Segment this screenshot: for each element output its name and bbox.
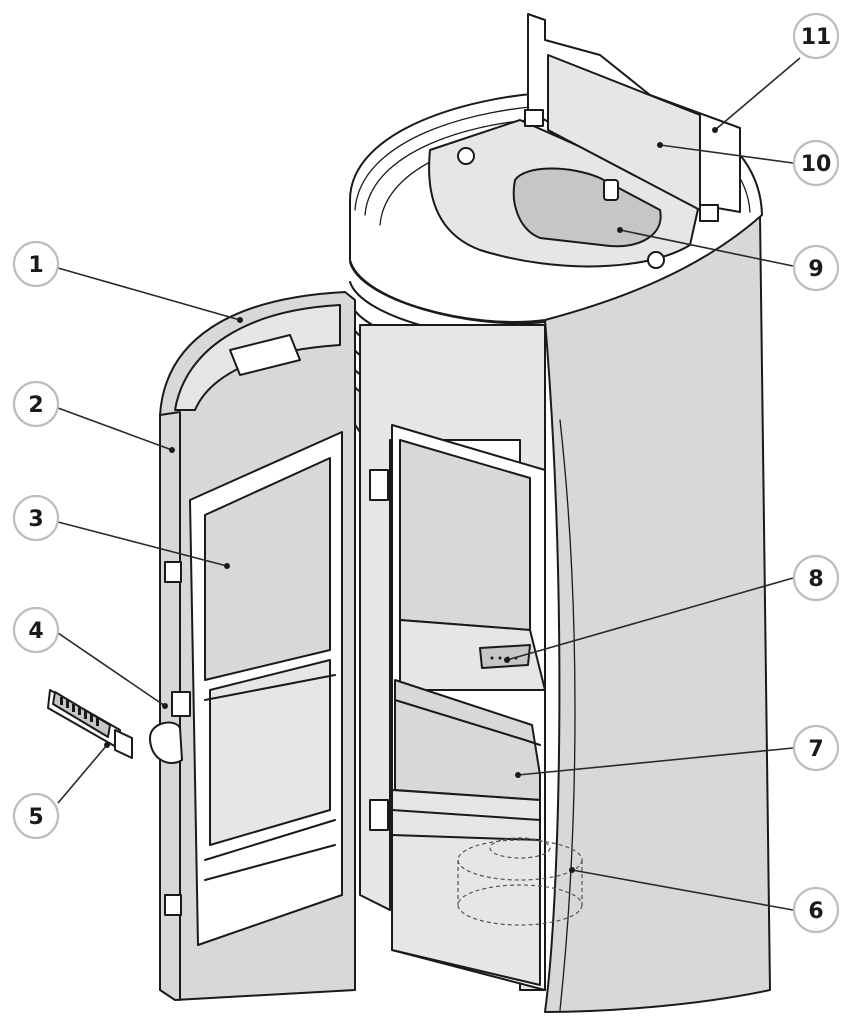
callout-11: 11 (792, 12, 840, 60)
svg-text:2: 2 (28, 393, 43, 418)
svg-text:8: 8 (808, 567, 823, 592)
callout-9: 9 (792, 244, 840, 292)
door-glass (204, 457, 331, 681)
handle-part (47, 689, 133, 759)
callout-8: 8 (792, 554, 840, 602)
callout-10: 10 (792, 139, 840, 187)
burn-pot (479, 644, 531, 669)
ash-drawer (394, 679, 541, 801)
callout-7: 7 (792, 724, 840, 772)
stove-door (149, 291, 356, 1001)
callout-4: 4 (12, 606, 60, 654)
callout-badges: 1 2 3 4 5 6 7 8 (12, 12, 840, 934)
side-cladding (544, 214, 771, 1013)
stove-body (349, 13, 771, 1013)
svg-text:5: 5 (28, 805, 43, 830)
svg-text:1: 1 (28, 253, 43, 278)
svg-text:10: 10 (801, 152, 832, 177)
leader-lines (57, 57, 801, 911)
callout-6: 6 (792, 886, 840, 934)
svg-text:6: 6 (808, 899, 823, 924)
callout-1: 1 (12, 240, 60, 288)
svg-text:4: 4 (28, 619, 43, 644)
svg-text:3: 3 (28, 507, 43, 532)
svg-text:7: 7 (808, 737, 823, 762)
callout-2: 2 (12, 380, 60, 428)
svg-text:9: 9 (808, 257, 823, 282)
svg-text:11: 11 (801, 25, 832, 50)
door-handle-bracket (149, 721, 183, 765)
callout-3: 3 (12, 494, 60, 542)
callout-5: 5 (12, 792, 60, 840)
